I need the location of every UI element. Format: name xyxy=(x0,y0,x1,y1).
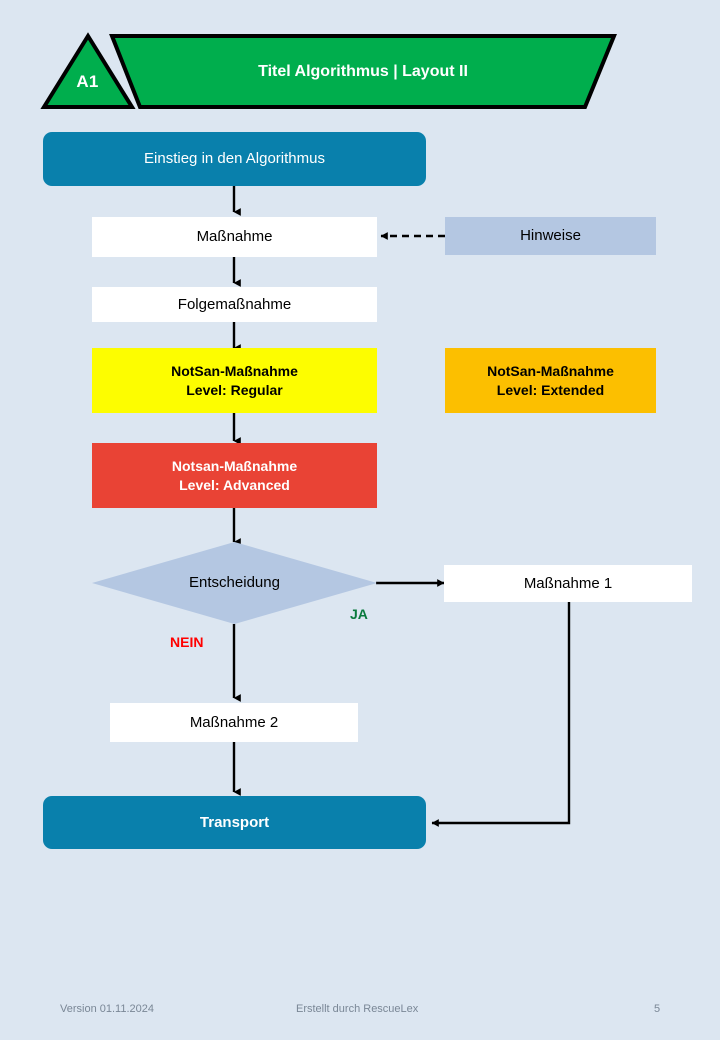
node-notsan-advanced-line1: Notsan-Maßnahme xyxy=(171,458,298,475)
header-title-trapezoid xyxy=(109,34,617,109)
node-hinweise[interactable]: Hinweise xyxy=(445,217,656,255)
node-measure-1-label: Maßnahme 1 xyxy=(523,574,613,592)
node-start-label: Einstieg in den Algorithmus xyxy=(144,150,325,168)
edge-label-no: NEIN xyxy=(170,634,204,650)
node-notsan-regular-line2: Level: Regular xyxy=(186,381,283,398)
node-notsan-regular-line1: NotSan-Maßnahme xyxy=(171,363,298,380)
node-folgemassnahme[interactable]: Folgemaßnahme xyxy=(92,287,377,322)
node-folgemassnahme-label: Folgemaßnahme xyxy=(177,295,292,313)
page-title: Titel Algorithmus | Layout II xyxy=(258,63,468,80)
node-notsan-regular[interactable]: NotSan-Maßnahme Level: Regular xyxy=(92,348,377,413)
header-badge-triangle xyxy=(40,32,136,109)
node-transport-label: Transport xyxy=(199,813,270,831)
node-measure-2-label: Maßnahme 2 xyxy=(189,713,279,731)
node-decision[interactable] xyxy=(92,542,377,624)
node-measure-2[interactable]: Maßnahme 2 xyxy=(110,703,358,742)
header-graphic xyxy=(40,32,617,109)
edge-label-yes: JA xyxy=(350,606,368,622)
node-notsan-extended-line1: NotSan-Maßnahme xyxy=(487,363,614,380)
node-hinweise-label: Hinweise xyxy=(520,227,581,245)
node-measure[interactable]: Maßnahme xyxy=(92,217,377,257)
node-measure-1[interactable]: Maßnahme 1 xyxy=(444,565,692,602)
node-start[interactable]: Einstieg in den Algorithmus xyxy=(43,132,426,186)
header-badge-label: A1 xyxy=(76,72,99,91)
footer-version: Version 01.11.2024 xyxy=(60,1003,154,1015)
edge-measure1-to-transport xyxy=(431,602,571,827)
decision-diamond-shape xyxy=(92,542,377,624)
node-notsan-advanced-line2: Level: Advanced xyxy=(179,476,290,493)
node-transport[interactable]: Transport xyxy=(43,796,426,849)
node-notsan-advanced[interactable]: Notsan-Maßnahme Level: Advanced xyxy=(92,443,377,508)
node-decision-label: Entscheidung xyxy=(189,574,280,591)
footer-author: Erstellt durch RescueLex xyxy=(296,1003,419,1015)
footer-page-number: 5 xyxy=(654,1003,661,1015)
node-notsan-extended[interactable]: NotSan-Maßnahme Level: Extended xyxy=(445,348,656,413)
node-measure-label: Maßnahme xyxy=(196,228,273,246)
node-notsan-extended-line2: Level: Extended xyxy=(496,381,605,398)
